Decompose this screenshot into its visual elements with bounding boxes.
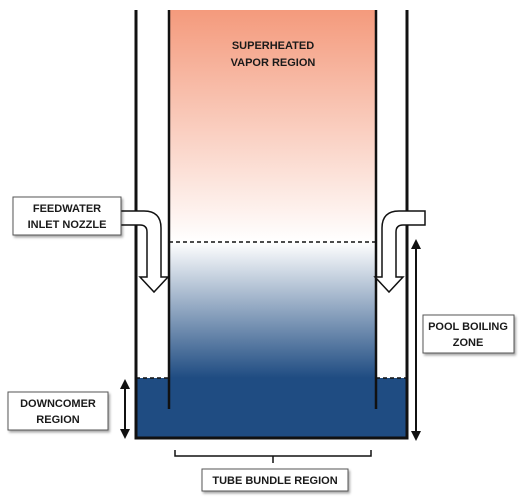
feedwater-label-line1: FEEDWATER [33, 203, 101, 215]
pool-boiling-arrow [411, 239, 421, 441]
downcomer-label-line2: REGION [36, 414, 79, 426]
feedwater-label-box: FEEDWATER INLET NOZZLE [12, 196, 122, 236]
tube-bundle-liquid [169, 242, 376, 378]
tube-bundle-label-box: TUBE BUNDLE REGION [201, 468, 349, 492]
downcomer-label-box: DOWNCOMER REGION [7, 391, 109, 431]
tube-bundle-bracket [174, 450, 372, 463]
downcomer-pool [136, 378, 407, 438]
pool-boiling-label-line1: POOL BOILING [428, 321, 508, 333]
vapor-region [169, 10, 376, 242]
pool-boiling-label-box: POOL BOILING ZONE [422, 314, 515, 354]
vapor-region-label-line1: SUPERHEATED [232, 40, 314, 52]
feedwater-label-line2: INLET NOZZLE [28, 219, 107, 231]
vapor-region-label-line2: VAPOR REGION [231, 57, 316, 69]
downcomer-arrow [120, 379, 130, 439]
pool-boiling-label-line2: ZONE [453, 337, 484, 349]
feedwater-nozzle-left [117, 210, 170, 294]
feedwater-nozzle-right [373, 210, 426, 294]
downcomer-label-line1: DOWNCOMER [20, 398, 96, 410]
tube-bundle-label: TUBE BUNDLE REGION [212, 475, 337, 487]
